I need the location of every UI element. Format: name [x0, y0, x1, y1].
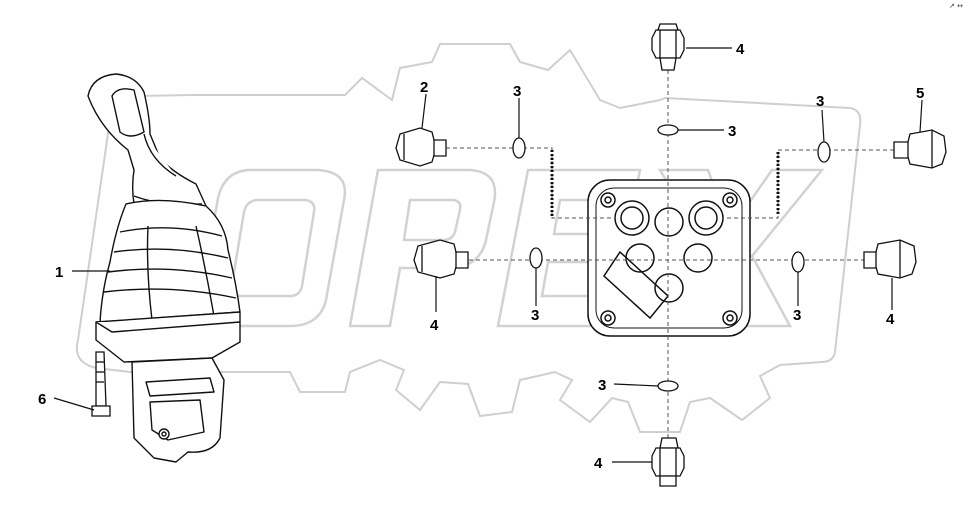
fitting-top	[651, 23, 685, 71]
tube-hatching	[550, 150, 780, 216]
fitting-right-middle	[863, 239, 917, 279]
lever-boot	[99, 199, 241, 323]
callout-oring-right-middle: 3	[793, 307, 801, 324]
valve-flange	[587, 179, 751, 337]
callout-fitting-bottom: 4	[594, 455, 603, 472]
leader-lines	[53, 47, 923, 463]
callout-fitting-top: 4	[736, 41, 745, 58]
fitting-left-upper	[395, 127, 447, 167]
watermark-gear	[75, 43, 862, 433]
fitting-left-middle	[413, 239, 469, 279]
callout-fitting-right-upper: 5	[916, 85, 924, 102]
callout-fitting-left-middle: 4	[430, 317, 439, 334]
corner-icons[interactable]: ↗ ↔	[949, 2, 963, 10]
callout-oring-left-middle: 3	[531, 307, 539, 324]
joystick-lever	[87, 73, 241, 463]
callout-oring-right-upper: 3	[816, 93, 824, 110]
callout-oring-bottom: 3	[598, 377, 606, 394]
bolt	[91, 351, 111, 417]
callout-oring-left-upper: 3	[513, 83, 521, 100]
callout-bolt: 6	[38, 391, 46, 408]
callout-labels: 1 6 2 3 4 3 3 5 4 3 3 4 3 4	[38, 41, 924, 472]
fitting-bottom	[651, 437, 685, 487]
fitting-right-upper	[893, 129, 947, 169]
callout-fitting-right-middle: 4	[886, 311, 895, 328]
callout-fitting-left-upper: 2	[420, 79, 428, 96]
callout-oring-top: 3	[728, 123, 736, 140]
callout-lever: 1	[55, 264, 63, 281]
o-rings	[512, 124, 831, 392]
